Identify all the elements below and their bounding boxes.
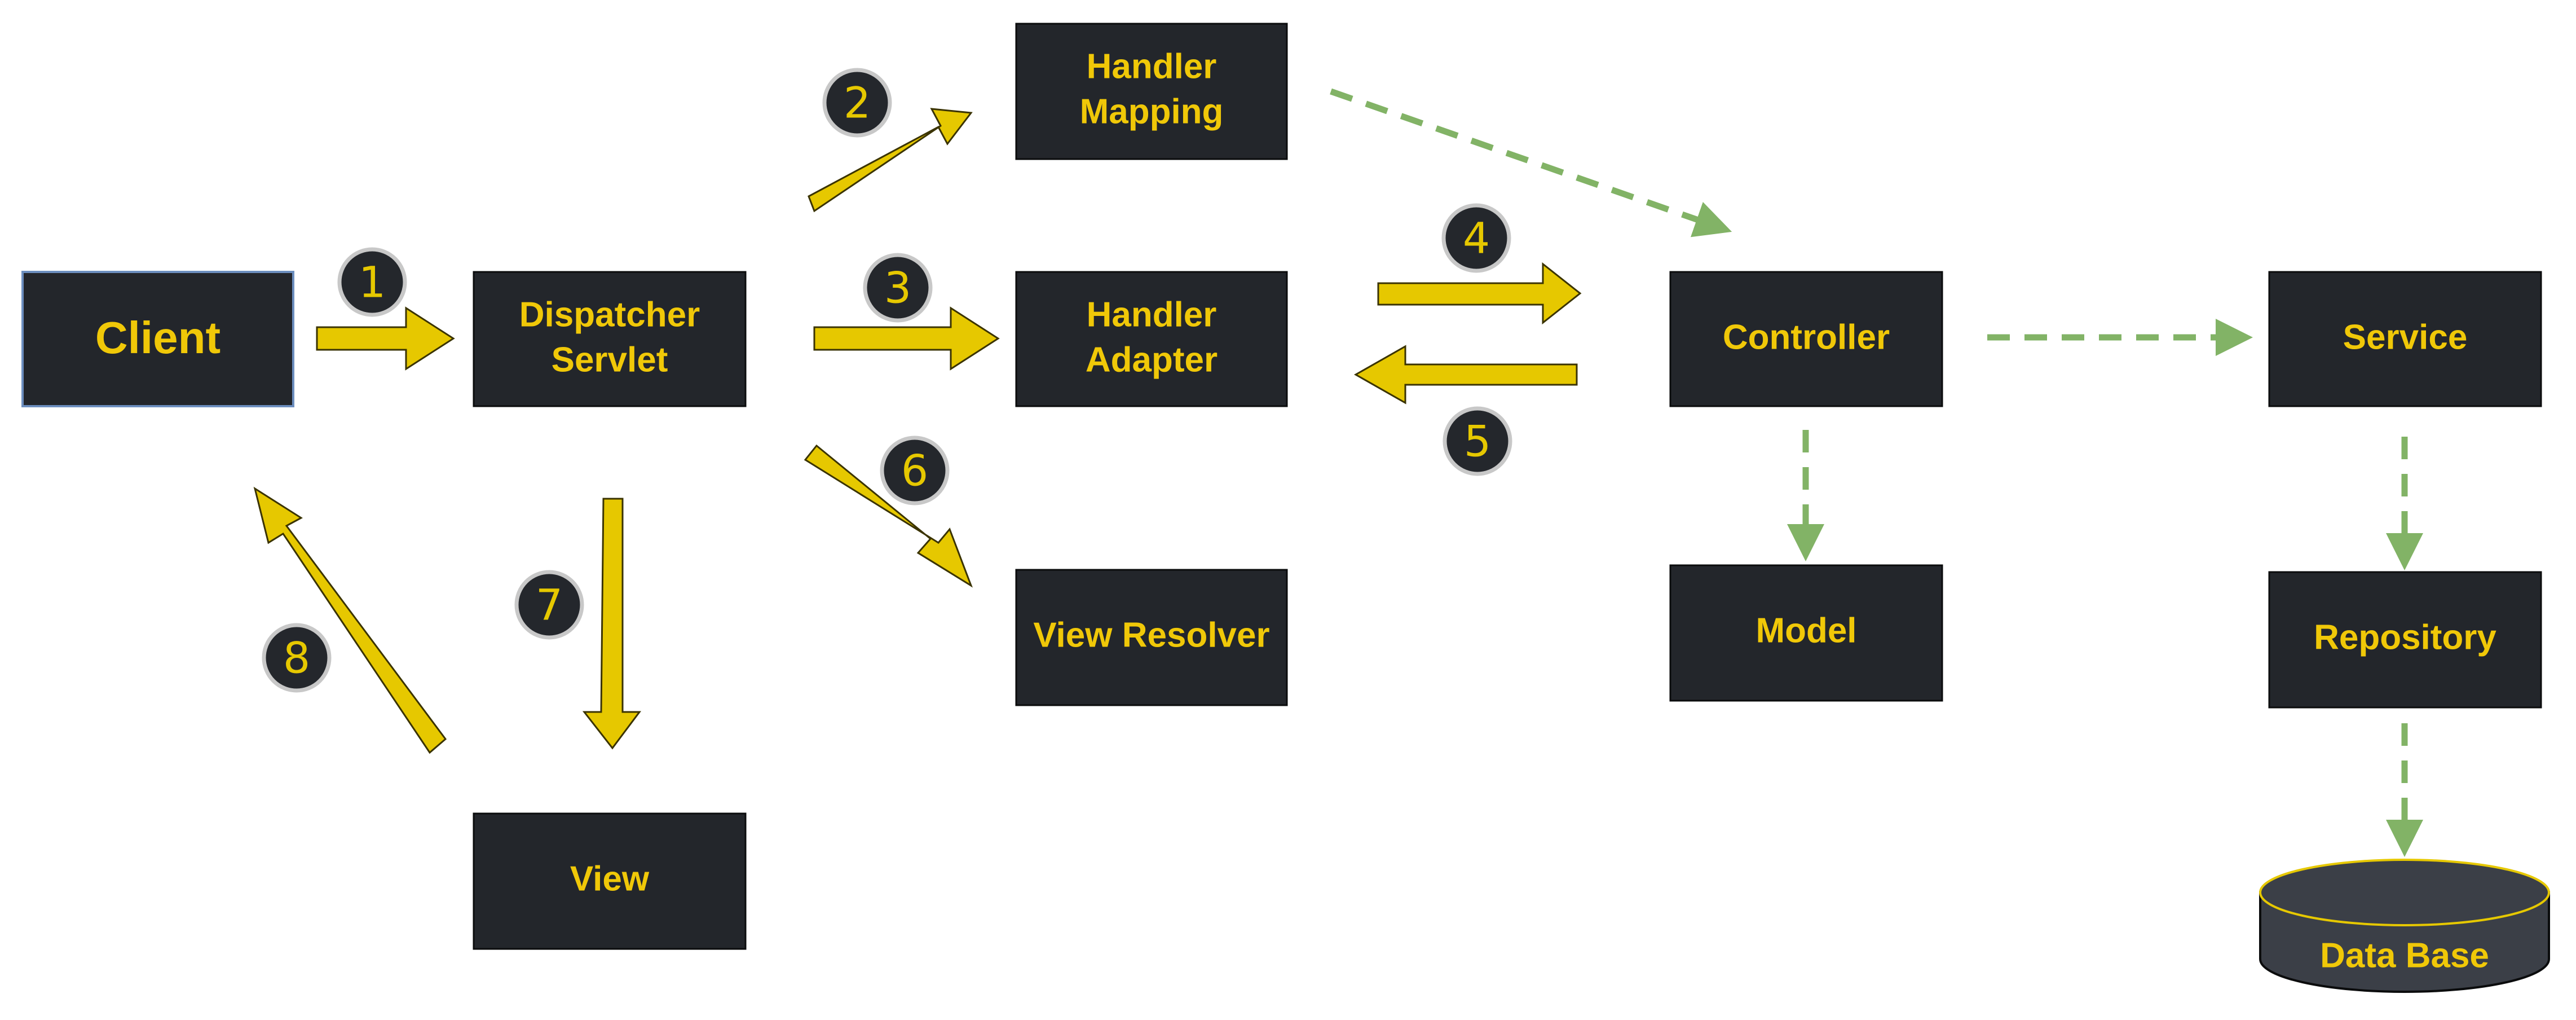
handler-adapter-label-line1: Handler	[1087, 295, 1217, 334]
step-badge-2: 2	[822, 68, 892, 138]
step-badge-4: 4	[1441, 203, 1511, 273]
dispatcher-servlet-node: Dispatcher Servlet	[473, 271, 747, 407]
step-badge-3: 3	[863, 253, 933, 323]
model-node: Model	[1669, 564, 1943, 702]
step-badge-2-label: 2	[844, 78, 871, 128]
arrow-step-2	[808, 108, 973, 213]
repository-node: Repository	[2268, 571, 2542, 709]
client-label: Client	[95, 313, 220, 363]
handler-mapping-label-line2: Mapping	[1080, 92, 1224, 131]
arrow-step-5	[1353, 345, 1578, 405]
step-badge-7-label: 7	[536, 580, 563, 630]
step-badge-7: 7	[514, 570, 584, 640]
dispatcher-servlet-label-line1: Dispatcher	[519, 295, 700, 334]
handler-mapping-node: Handler Mapping	[1015, 23, 1288, 160]
step-badge-1-label: 1	[359, 257, 386, 307]
dispatcher-servlet-label-line2: Servlet	[552, 340, 668, 379]
view-node: View	[473, 812, 747, 950]
step-badge-8: 8	[262, 623, 332, 693]
step-badge-3-label: 3	[884, 263, 911, 313]
arrow-step-8	[253, 486, 447, 754]
step-badge-1: 1	[337, 247, 407, 317]
repository-label: Repository	[2314, 618, 2496, 657]
handler-mapping-label-line1: Handler	[1087, 47, 1217, 86]
service-label: Service	[2343, 318, 2468, 357]
dashed-arrow-mapping-to-controller	[1330, 88, 1732, 238]
step-badge-5: 5	[1443, 406, 1512, 476]
data-base-node: Data Base	[2259, 859, 2550, 993]
arrow-step-3	[813, 306, 1000, 371]
view-resolver-node: View Resolver	[1015, 569, 1288, 706]
arrow-step-4	[1377, 262, 1582, 325]
model-label: Model	[1755, 611, 1856, 650]
data-base-label: Data Base	[2320, 936, 2489, 975]
step-badge-6: 6	[880, 436, 950, 505]
step-badge-4-label: 4	[1463, 213, 1490, 263]
controller-node: Controller	[1669, 271, 1943, 407]
view-resolver-label: View Resolver	[1033, 615, 1269, 654]
view-label: View	[570, 859, 650, 898]
arrow-step-6	[804, 444, 973, 588]
arrow-step-7	[582, 498, 641, 750]
client-node: Client	[21, 271, 294, 407]
step-badge-8-label: 8	[283, 633, 310, 683]
controller-label: Controller	[1723, 318, 1890, 357]
handler-adapter-label-line2: Adapter	[1086, 340, 1218, 379]
handler-adapter-node: Handler Adapter	[1015, 271, 1288, 407]
arrow-step-1	[316, 306, 455, 371]
step-badge-6-label: 6	[901, 446, 928, 496]
service-node: Service	[2268, 271, 2542, 407]
step-badge-5-label: 5	[1464, 416, 1491, 467]
